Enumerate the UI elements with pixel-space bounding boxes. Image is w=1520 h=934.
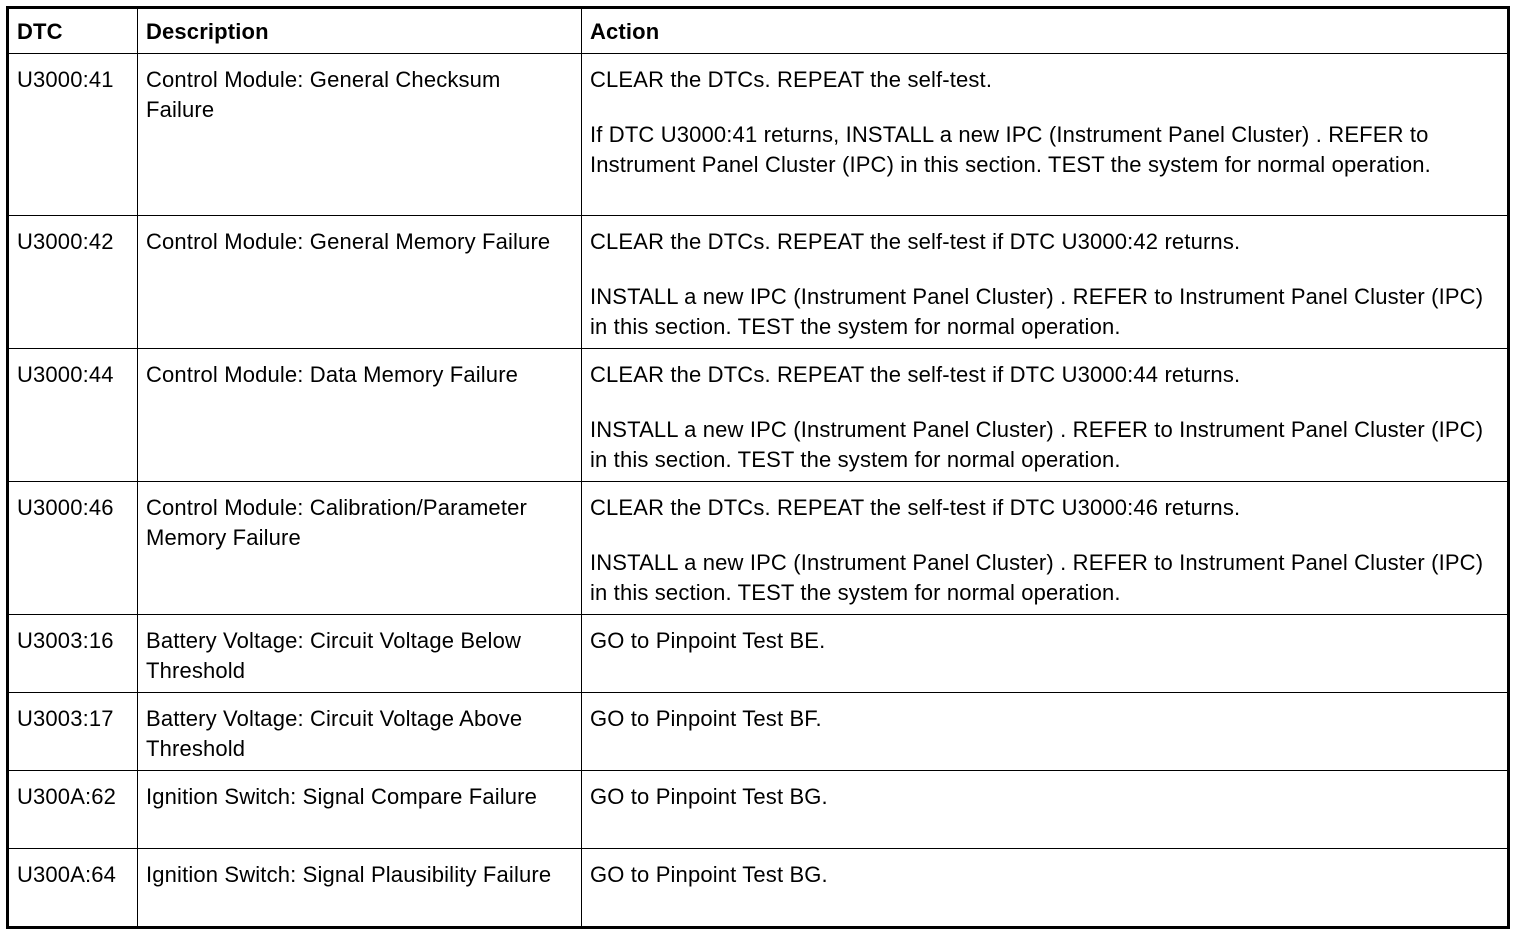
dtc-cell: U300A:64: [7, 848, 138, 928]
action-cell: CLEAR the DTCs. REPEAT the self-test. If…: [581, 53, 1509, 216]
dtc-cell: U3003:17: [7, 692, 138, 771]
action-cell: GO to Pinpoint Test BG.: [581, 848, 1509, 928]
table-row: U300A:62 Ignition Switch: Signal Compare…: [7, 770, 1509, 849]
dtc-table: DTC Description Action U3000:41 Control …: [6, 6, 1510, 929]
dtc-cell: U3003:16: [7, 614, 138, 693]
header-description: Description: [137, 7, 582, 54]
action-text: INSTALL a new IPC (Instrument Panel Clus…: [590, 550, 1484, 605]
table-body: U3000:41 Control Module: General Checksu…: [7, 53, 1509, 928]
action-text: GO to Pinpoint Test BG.: [590, 862, 828, 887]
dtc-cell: U3000:44: [7, 348, 138, 482]
dtc-cell: U3000:42: [7, 215, 138, 349]
table-row: U300A:64 Ignition Switch: Signal Plausib…: [7, 848, 1509, 928]
dtc-cell: U3000:46: [7, 481, 138, 615]
action-text: CLEAR the DTCs. REPEAT the self-test if …: [590, 495, 1241, 520]
table-row: U3000:46 Control Module: Calibration/Par…: [7, 481, 1509, 615]
action-text: GO to Pinpoint Test BE.: [590, 628, 826, 653]
description-cell: Battery Voltage: Circuit Voltage Above T…: [137, 692, 582, 771]
header-dtc: DTC: [7, 7, 138, 54]
action-text: GO to Pinpoint Test BG.: [590, 784, 828, 809]
description-cell: Control Module: Data Memory Failure: [137, 348, 582, 482]
action-text: INSTALL a new IPC (Instrument Panel Clus…: [590, 284, 1484, 339]
action-cell: CLEAR the DTCs. REPEAT the self-test if …: [581, 481, 1509, 615]
header-row: DTC Description Action: [7, 7, 1509, 54]
description-cell: Ignition Switch: Signal Plausibility Fai…: [137, 848, 582, 928]
action-text: CLEAR the DTCs. REPEAT the self-test if …: [590, 229, 1241, 254]
description-cell: Ignition Switch: Signal Compare Failure: [137, 770, 582, 849]
action-text: INSTALL a new IPC (Instrument Panel Clus…: [590, 417, 1484, 472]
description-cell: Control Module: General Checksum Failure: [137, 53, 582, 216]
action-cell: CLEAR the DTCs. REPEAT the self-test if …: [581, 348, 1509, 482]
dtc-cell: U300A:62: [7, 770, 138, 849]
action-text: GO to Pinpoint Test BF.: [590, 706, 822, 731]
action-cell: GO to Pinpoint Test BG.: [581, 770, 1509, 849]
header-action: Action: [581, 7, 1509, 54]
table-row: U3003:17 Battery Voltage: Circuit Voltag…: [7, 692, 1509, 771]
action-text: CLEAR the DTCs. REPEAT the self-test if …: [590, 362, 1241, 387]
dtc-cell: U3000:41: [7, 53, 138, 216]
table-row: U3000:42 Control Module: General Memory …: [7, 215, 1509, 349]
table-row: U3000:41 Control Module: General Checksu…: [7, 53, 1509, 216]
action-cell: GO to Pinpoint Test BF.: [581, 692, 1509, 771]
table-row: U3003:16 Battery Voltage: Circuit Voltag…: [7, 614, 1509, 693]
description-cell: Control Module: General Memory Failure: [137, 215, 582, 349]
description-cell: Control Module: Calibration/Parameter Me…: [137, 481, 582, 615]
table-header: DTC Description Action: [7, 7, 1509, 54]
action-text: CLEAR the DTCs. REPEAT the self-test.: [590, 67, 993, 92]
table-row: U3000:44 Control Module: Data Memory Fai…: [7, 348, 1509, 482]
action-text: If DTC U3000:41 returns, INSTALL a new I…: [590, 122, 1431, 177]
description-cell: Battery Voltage: Circuit Voltage Below T…: [137, 614, 582, 693]
action-cell: CLEAR the DTCs. REPEAT the self-test if …: [581, 215, 1509, 349]
action-cell: GO to Pinpoint Test BE.: [581, 614, 1509, 693]
